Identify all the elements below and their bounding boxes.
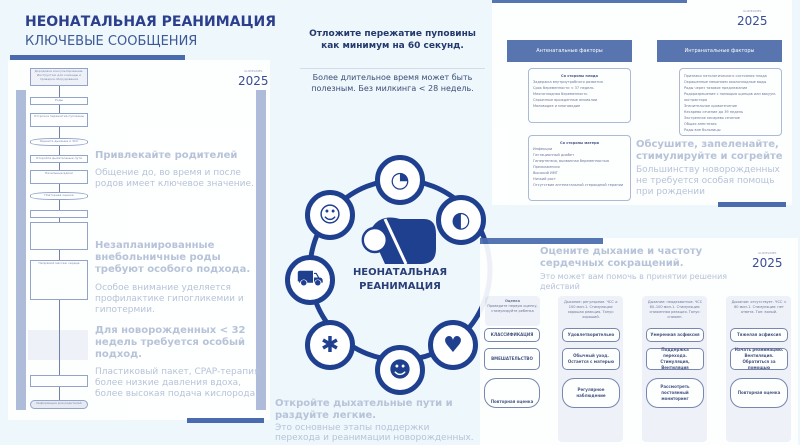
slide-bar bbox=[492, 0, 687, 3]
ghost-text: Оцените дыхание и частоту сердечных сокр… bbox=[540, 246, 703, 269]
column-info: Дыхание: отсутствует. ЧСС < 60 мин-1. Ст… bbox=[731, 300, 787, 314]
classification-severe: Тяжелая асфиксия bbox=[730, 328, 788, 342]
intrapartum-header: Интранатальные факторы bbox=[657, 40, 782, 62]
swaddled-baby-icon bbox=[361, 217, 436, 265]
intervention-good: Обычный уход. Остается с матерью bbox=[562, 348, 620, 370]
intervention-severe: Начать реанимацию. Вентиляция. Обратитьс… bbox=[730, 347, 788, 370]
ambulance-node-icon: ⛟ bbox=[285, 255, 335, 305]
ghost-text: Особое внимание уделяется профилактике г… bbox=[95, 283, 244, 315]
column-info: Дыхание: неадекватное. ЧСС 60–100 мин-1.… bbox=[647, 300, 703, 319]
ghost-text: Привлекайте родителей bbox=[95, 150, 238, 161]
title-underline bbox=[10, 55, 185, 60]
right-timeline-bar bbox=[256, 90, 266, 410]
flow-step bbox=[30, 375, 88, 387]
fetus-node-icon: ◔ bbox=[375, 155, 425, 205]
next-step-severe: Повторная оценка bbox=[730, 378, 788, 408]
lungs-node-icon: ♥ bbox=[428, 320, 478, 370]
flow-step: Роды bbox=[30, 97, 88, 105]
flow-step: Непрямой массаж сердца bbox=[30, 260, 88, 300]
thermometer-node-icon: ◐ bbox=[436, 195, 486, 245]
ghost-text: Общение до, во время и после родов имеет… bbox=[95, 168, 254, 189]
ghost-text: Это может вам помочь в принятии решения … bbox=[540, 272, 728, 291]
classification-moderate: Умеренная асфиксия bbox=[646, 328, 704, 342]
classification-good: Удовлетворительно bbox=[562, 328, 620, 342]
cord-clamping-heading: Отложите пережатие пуповины как минимум … bbox=[309, 29, 476, 51]
flow-step bbox=[30, 210, 88, 218]
diagram-label: НЕОНАТАЛЬНАЯ РЕАНИМАЦИЯ bbox=[352, 267, 448, 292]
infant-plastic-bag-node-icon: ✱ bbox=[305, 320, 355, 370]
flow-step: Отсрочка пережатия пуповины bbox=[30, 113, 88, 127]
next-step-good: Регулярное наблюдение bbox=[562, 378, 620, 408]
side-notes bbox=[28, 330, 88, 360]
slide-bar bbox=[718, 202, 786, 207]
page-subtitle: КЛЮЧЕВЫЕ СООБЩЕНИЯ bbox=[25, 34, 198, 49]
intervention-moderate: Поддержка перехода. Стимуляция, Вентиляц… bbox=[646, 347, 704, 370]
reassessment-label: Повторная оценка bbox=[484, 378, 540, 408]
column-info: Дыхание: регулярное. ЧСС ≥ 100 мин-1. Ст… bbox=[564, 300, 618, 319]
slide-bar bbox=[480, 238, 603, 244]
skin-to-skin-node-icon: ☻ bbox=[375, 345, 425, 395]
flow-step bbox=[30, 222, 88, 250]
flow-start: Дородовое консультирование. Инструктаж д… bbox=[30, 68, 88, 86]
ghost-text: Большинству новорожденных не требуется о… bbox=[636, 165, 780, 197]
left-timeline-bar bbox=[16, 90, 26, 410]
intervention-label: ВМЕШАТЕЛЬСТВО bbox=[484, 348, 540, 370]
flow-step: Повторная оценка bbox=[30, 192, 88, 200]
ghost-text: Незапланированные внебольничные роды тре… bbox=[95, 240, 251, 275]
ghost-text: Для новорожденных < 32 недель требуется … bbox=[95, 325, 246, 360]
flow-end: Информация для родителей bbox=[30, 400, 88, 409]
ghost-text: Откройте дыхательные пути и раздуйте лег… bbox=[275, 398, 453, 421]
slide-bar bbox=[187, 418, 264, 423]
page-title: НЕОНАТАЛЬНАЯ РЕАНИМАЦИЯ bbox=[25, 14, 276, 30]
ghost-text: Это основные этапы поддержки перехода и … bbox=[275, 423, 474, 443]
ghost-text: Пластиковый пакет, CPAP-терапия, более н… bbox=[95, 367, 263, 399]
flow-step: Оцените дыхание и ЧСС bbox=[30, 138, 88, 146]
antenatal-header: Антенатальные факторы bbox=[507, 40, 632, 62]
ghost-text: Обсушите, запеленайте, стимулируйте и со… bbox=[636, 139, 783, 162]
divider bbox=[300, 68, 485, 69]
intrapartum-factors-box: Признаки патологического состояния плода… bbox=[679, 68, 782, 136]
fetal-factors-box: Со стороны плода Задержка внутриутробног… bbox=[528, 68, 631, 123]
flow-step: Начальные вдохи bbox=[30, 170, 88, 184]
classification-label: КЛАССИФИКАЦИЯ bbox=[484, 328, 540, 342]
next-step-moderate: Рассмотреть постоянный мониторинг bbox=[646, 378, 704, 408]
family-care-node-icon: ☺ bbox=[305, 190, 355, 240]
flow-step: Откройте дыхательные пути bbox=[30, 155, 88, 163]
cord-clamping-note: Более длительное время может быть полезн… bbox=[311, 73, 474, 93]
